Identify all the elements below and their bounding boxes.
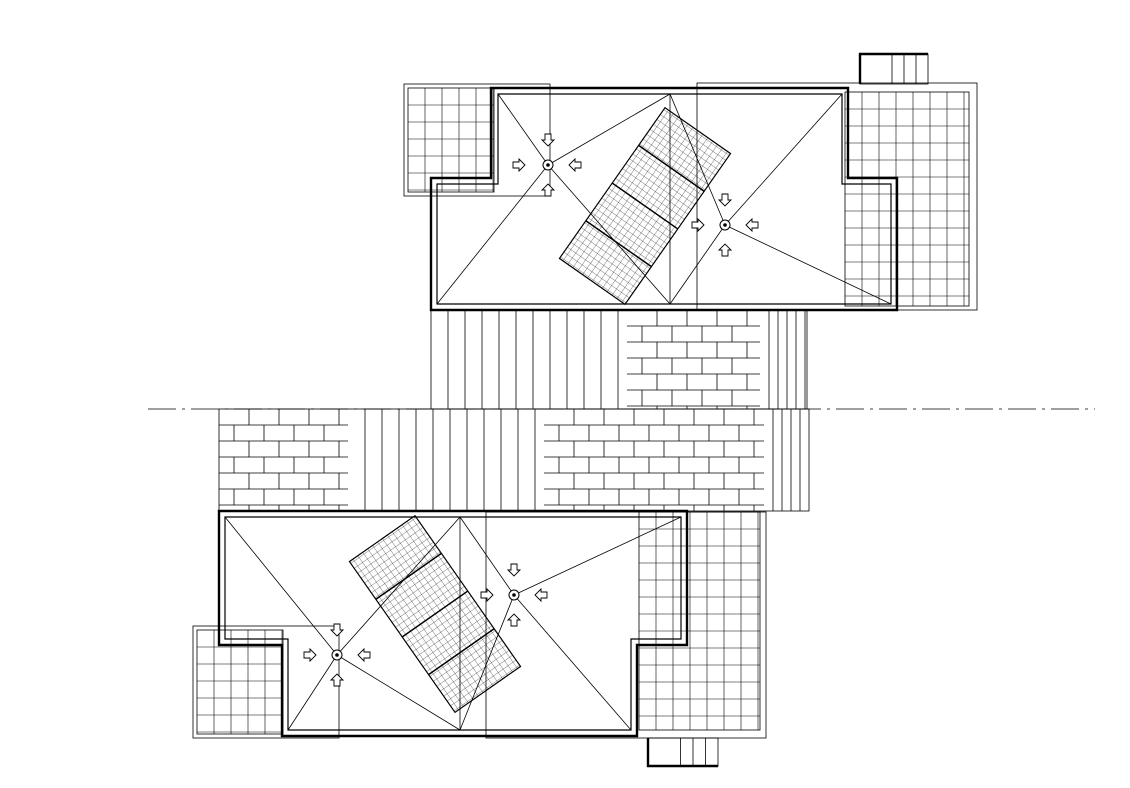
arrow-right-icon xyxy=(303,648,317,662)
arrow-left-icon xyxy=(568,158,582,172)
upper-solar-panel xyxy=(558,106,732,306)
upper-drain-1 xyxy=(512,133,582,197)
arrow-left-icon xyxy=(745,218,759,232)
upper-roof xyxy=(429,86,899,312)
arrow-up-icon xyxy=(541,183,555,197)
lower-stair xyxy=(646,737,719,768)
arrow-up-icon xyxy=(718,243,732,257)
lower-left-terrace xyxy=(192,625,340,739)
arrow-down-icon xyxy=(718,193,732,207)
arrow-down-icon xyxy=(541,133,555,147)
arrow-left-icon xyxy=(534,588,548,602)
arrow-left-icon xyxy=(357,648,371,662)
upper-unit xyxy=(403,52,978,312)
upper-drain-2 xyxy=(691,193,759,257)
arrow-right-icon xyxy=(512,158,526,172)
lower-right-terrace xyxy=(485,511,767,739)
arrow-up-icon xyxy=(330,673,344,687)
upper-stair xyxy=(858,52,929,85)
arrow-right-icon xyxy=(691,218,705,232)
lower-solar-panel xyxy=(348,514,522,714)
arrow-down-icon xyxy=(507,563,521,577)
arrow-right-icon xyxy=(480,588,494,602)
lower-drain-1 xyxy=(303,623,371,687)
arrow-up-icon xyxy=(507,613,521,627)
lower-unit xyxy=(192,509,767,768)
middle-roof-tiles xyxy=(218,309,810,512)
upper-right-terrace xyxy=(696,82,978,311)
lower-drain-2 xyxy=(480,563,548,627)
